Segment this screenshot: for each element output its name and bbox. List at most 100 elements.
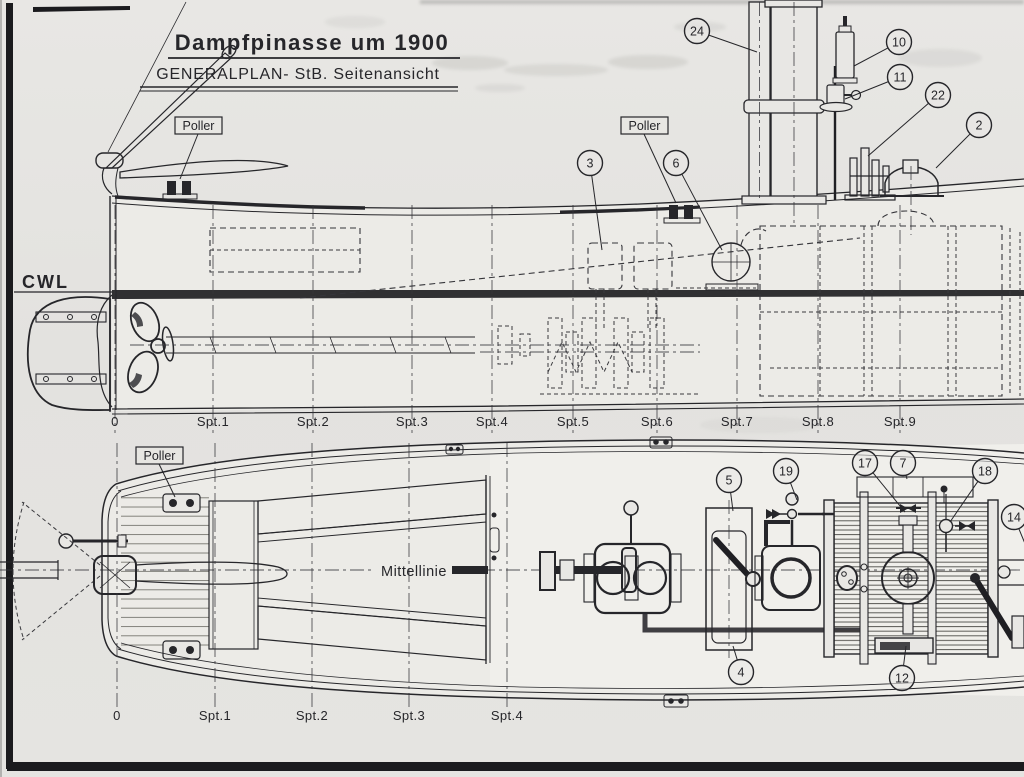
plan-view-callouts: 5 19 17 7 18 14 4 12 xyxy=(715,449,1024,692)
callout-leader-14 xyxy=(1018,528,1024,543)
plan-feed-pump xyxy=(705,500,761,658)
callout-number-2: 2 xyxy=(976,119,983,133)
funnel xyxy=(741,0,827,225)
callout-number-12: 12 xyxy=(895,672,909,686)
boiler-dashed xyxy=(676,210,1021,397)
plan-valves xyxy=(874,494,1015,654)
station-label-Spt.7: Spt.7 xyxy=(721,414,753,429)
station-label-0: 0 xyxy=(113,708,121,723)
poller-tag-label-0: Poller xyxy=(183,119,215,133)
callout-leader-2 xyxy=(935,133,971,169)
side-view-poller-tags: Poller Poller xyxy=(174,116,677,204)
side-view: CWL xyxy=(14,0,1024,433)
station-label-Spt.9: Spt.9 xyxy=(884,414,916,429)
rudder xyxy=(26,294,113,411)
callout-circle-14 xyxy=(1000,503,1024,531)
prop-shaft xyxy=(130,336,700,354)
steam-dome xyxy=(880,159,944,235)
plan-deck-planking xyxy=(121,497,209,651)
callout-circle-2 xyxy=(965,111,993,139)
callout-circle-17 xyxy=(851,449,879,477)
callout-leader-12 xyxy=(903,645,907,666)
callout-number-17: 17 xyxy=(858,457,872,471)
callout-number-10: 10 xyxy=(892,36,906,50)
poller-leader-0 xyxy=(158,463,176,498)
station-label-Spt.3: Spt.3 xyxy=(396,414,428,429)
callout-leader-24 xyxy=(708,34,758,53)
callout-circle-3 xyxy=(576,149,604,177)
callout-circle-5 xyxy=(715,466,743,494)
callout-number-11: 11 xyxy=(894,71,907,85)
callout-leader-22 xyxy=(867,102,929,157)
callout-leader-17 xyxy=(872,472,906,513)
callout-number-22: 22 xyxy=(931,89,945,103)
steam-valve-fitting xyxy=(819,84,862,113)
deck-bollards-aft xyxy=(162,181,198,200)
plan-boiler-seat xyxy=(856,476,974,503)
feed-pump-side xyxy=(705,228,767,291)
callout-number-24: 24 xyxy=(690,25,704,39)
callout-circle-22 xyxy=(924,81,952,109)
plan-view-poller-tags: Poller xyxy=(135,446,184,498)
callout-circle-11 xyxy=(886,63,914,91)
callout-leader-11 xyxy=(844,81,889,100)
callout-leader-5 xyxy=(730,492,734,512)
plan-shaft xyxy=(452,551,622,591)
tiller-side xyxy=(95,152,289,197)
poller-tag-box-0 xyxy=(135,446,184,465)
callout-leader-19 xyxy=(789,482,798,501)
callout-number-14: 14 xyxy=(1007,511,1021,525)
poller-tag-box-0 xyxy=(174,116,223,135)
callout-number-4: 4 xyxy=(738,666,745,680)
poller-tag-label-1: Poller xyxy=(629,119,661,133)
stern-locker-dashed xyxy=(209,227,361,273)
callout-circle-19 xyxy=(772,457,800,485)
station-label-Spt.1: Spt.1 xyxy=(197,414,229,429)
poller-leader-1 xyxy=(643,133,677,204)
callout-number-3: 3 xyxy=(587,157,594,171)
station-label-Spt.3: Spt.3 xyxy=(393,708,425,723)
callout-circle-24 xyxy=(683,17,711,45)
waterline-label: CWL xyxy=(22,272,69,292)
poller-leader-0 xyxy=(179,133,199,180)
poller-tag-label-0: Poller xyxy=(144,449,176,463)
sheet-subtitle: GENERALPLAN- StB. Seitenansicht xyxy=(156,66,440,83)
station-label-0: 0 xyxy=(111,414,119,429)
callout-circle-18 xyxy=(971,457,999,485)
keel xyxy=(111,398,1024,415)
propeller xyxy=(127,301,175,394)
callout-circle-4 xyxy=(727,658,755,686)
station-label-Spt.5: Spt.5 xyxy=(557,414,589,429)
callout-leader-3 xyxy=(591,175,603,251)
callout-number-6: 6 xyxy=(673,157,680,171)
engine-dashed xyxy=(299,237,861,395)
callout-circle-6 xyxy=(662,149,690,177)
title-block: Dampfpinasse um 1900 GENERALPLAN- StB. S… xyxy=(140,30,460,92)
station-label-Spt.6: Spt.6 xyxy=(641,414,673,429)
poller-tag-box-1 xyxy=(620,116,669,135)
callout-leader-10 xyxy=(853,47,889,67)
waterline: CWL xyxy=(14,272,1024,299)
callout-number-5: 5 xyxy=(726,474,733,488)
callout-number-19: 19 xyxy=(779,465,793,479)
callout-number-7: 7 xyxy=(900,457,907,471)
callout-circle-12 xyxy=(888,664,916,692)
plan-view: Mittellinie xyxy=(0,436,1024,723)
callout-number-18: 18 xyxy=(978,465,992,479)
plan-stern-locker xyxy=(208,500,259,650)
station-label-Spt.1: Spt.1 xyxy=(199,708,231,723)
callout-leader-18 xyxy=(949,481,979,523)
callout-circle-7 xyxy=(889,449,917,477)
station-label-Spt.4: Spt.4 xyxy=(491,708,523,723)
deck-bollards-mid xyxy=(663,205,701,224)
plan-steering-gear xyxy=(0,501,128,641)
station-label-Spt.8: Spt.8 xyxy=(802,414,834,429)
centerline-label: Mittellinie xyxy=(381,564,447,580)
station-label-Spt.2: Spt.2 xyxy=(297,414,329,429)
